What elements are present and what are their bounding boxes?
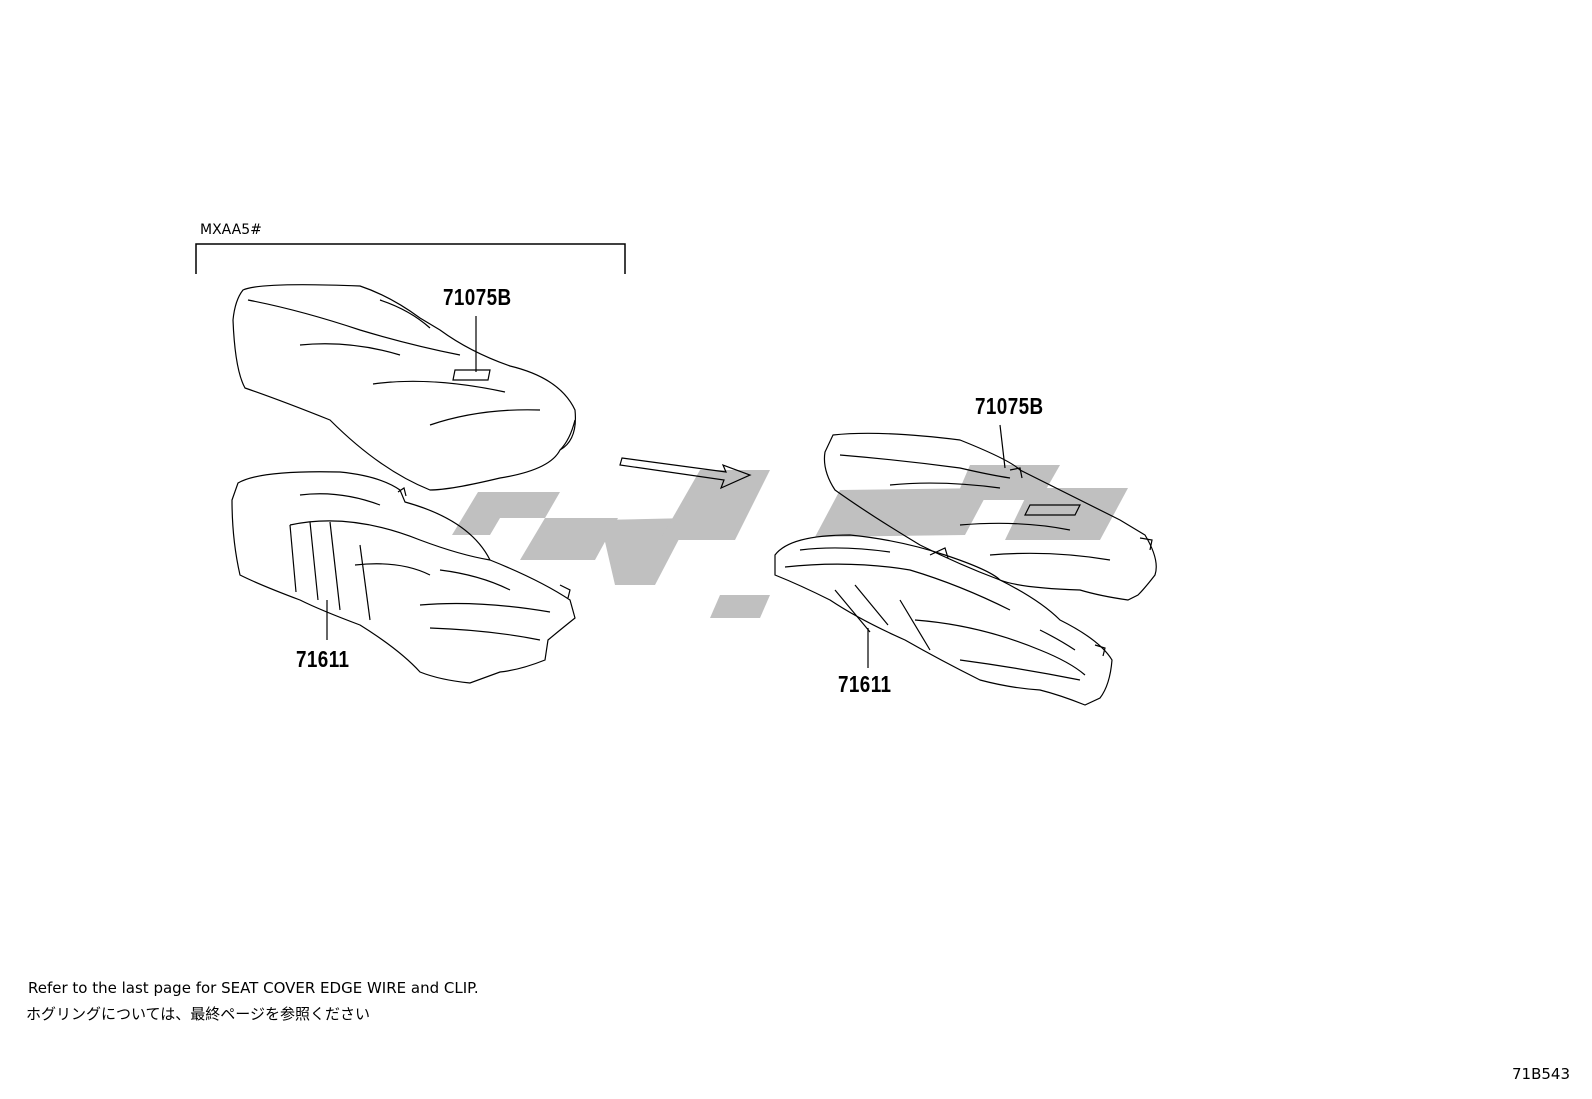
left-pad-drawing [231,471,576,684]
left-cover-drawing [232,284,577,491]
part-label-right-pad[interactable]: 71611 [838,671,892,697]
part-label-left-cover[interactable]: 71075B [443,284,512,310]
illustration-code: 71B543 [1512,1065,1571,1083]
group-label: MXAA5# [200,222,262,238]
note-japanese: ホグリングについては、最終ページを参照ください [26,1005,370,1023]
watermark-logo [452,465,1128,618]
part-label-right-cover[interactable]: 71075B [975,393,1044,419]
part-label-left-pad[interactable]: 71611 [296,646,350,672]
right-pad-drawing [774,534,1113,706]
leader-right-cover [999,424,1006,469]
right-cover-drawing [823,432,1157,601]
group-bracket [195,243,626,274]
direction-arrow [619,457,752,490]
note-english: Refer to the last page for SEAT COVER ED… [28,979,479,997]
